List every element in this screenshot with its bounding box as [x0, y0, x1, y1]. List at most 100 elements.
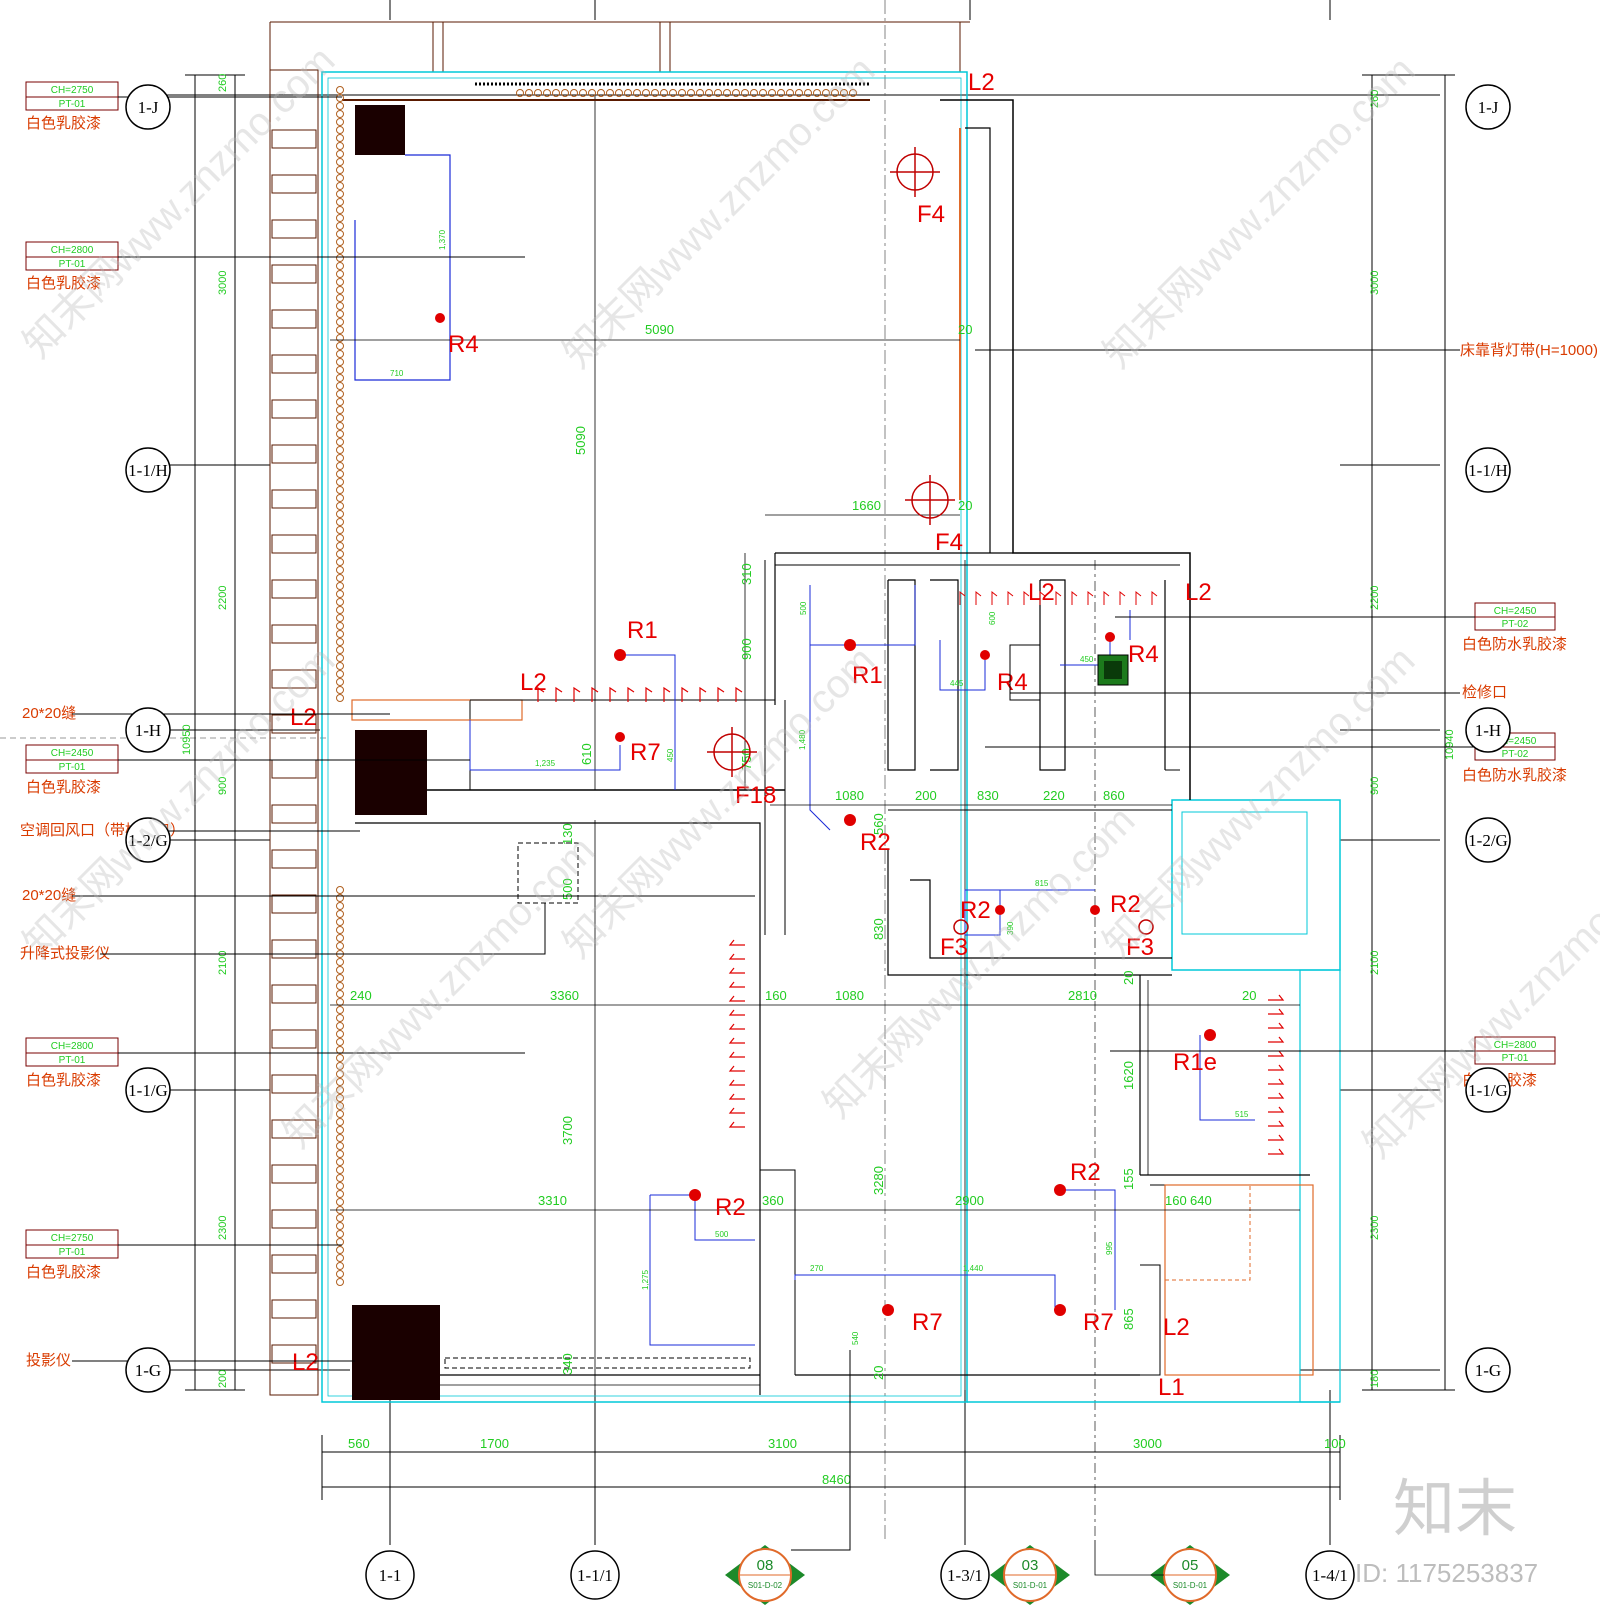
left-dim-3: 2200: [217, 586, 229, 610]
led-tick: [1268, 1050, 1285, 1057]
curtain-pleat: [777, 89, 785, 97]
curtain-pleat: [336, 990, 344, 998]
svg-text:130: 130: [560, 823, 575, 845]
curtain-pleat: [336, 566, 344, 574]
curtain-pleat: [579, 89, 587, 97]
curtain-pleat: [534, 89, 542, 97]
curtain-pleat: [336, 358, 344, 366]
svg-text:1-H: 1-H: [135, 721, 161, 740]
led-tick: [1268, 1148, 1285, 1155]
columns: [352, 105, 751, 1400]
svg-text:240: 240: [350, 988, 372, 1003]
svg-text:1080: 1080: [835, 788, 864, 803]
curtain-pleat: [336, 214, 344, 222]
curtain-pleat: [336, 942, 344, 950]
curtain-pleat: [336, 438, 344, 446]
light-strip-labels: L2 L2 L2 L2 L2 L2 L2 L1: [290, 69, 1212, 1401]
svg-text:F3: F3: [1126, 934, 1154, 961]
curtain-pleat: [336, 318, 344, 326]
led-tick: [1268, 994, 1285, 1001]
curtain-pleat: [336, 1022, 344, 1030]
led-tick: [728, 1107, 745, 1114]
curtain-pleat: [336, 1270, 344, 1278]
led-strips: [537, 590, 1285, 1155]
curtain-pleat: [336, 190, 344, 198]
note-tag-r1: CH=2450 PT-02 白色防水乳胶漆: [1115, 602, 1567, 653]
curtain-pleat: [336, 1070, 344, 1078]
right-dim-6: 2300: [1369, 1216, 1381, 1240]
svg-text:900: 900: [739, 638, 754, 660]
left-dim-1: 260: [217, 74, 229, 92]
svg-text:20*20缝: 20*20缝: [22, 705, 76, 722]
section-mark-03: 03 S01-D-01: [990, 1545, 1070, 1605]
left-dim-6: 2300: [217, 1216, 229, 1240]
curtain-pleat: [336, 430, 344, 438]
curtain-pleat: [336, 1230, 344, 1238]
led-tick: [645, 686, 653, 702]
wall-stud: [271, 489, 317, 509]
curtain-pleat: [336, 118, 344, 126]
curtain-pleat: [336, 278, 344, 286]
led-tick: [728, 1009, 745, 1016]
wall-stud: [271, 129, 317, 149]
wall-stud: [271, 1074, 317, 1094]
svg-text:PT-01: PT-01: [1502, 1053, 1529, 1064]
led-tick: [1135, 590, 1142, 605]
svg-text:1-J: 1-J: [138, 98, 159, 117]
curtain-pleat: [336, 966, 344, 974]
svg-text:1-G: 1-G: [135, 1361, 161, 1380]
curtain-pleat: [714, 89, 722, 97]
curtain-pleat: [336, 638, 344, 646]
curtain-pleat: [705, 89, 713, 97]
right-dim-7: 180: [1369, 1370, 1381, 1388]
svg-text:155: 155: [1121, 1168, 1136, 1190]
curtain-pleat: [336, 526, 344, 534]
wall-stud: [271, 579, 317, 599]
axis-bottom-2: 1-1/1: [570, 1550, 620, 1600]
curtain-pleat: [336, 246, 344, 254]
wall-stud: [271, 1209, 317, 1229]
curtain-pleat: [336, 254, 344, 262]
bottom-dim-4: 3000: [1133, 1436, 1162, 1451]
svg-text:20: 20: [958, 322, 972, 337]
curtain-pleat: [336, 182, 344, 190]
svg-text:1-H: 1-H: [1475, 721, 1501, 740]
svg-text:CH=2450: CH=2450: [1494, 736, 1537, 747]
svg-text:知末网www.znzmo.com: 知末网www.znzmo.com: [1355, 838, 1600, 1166]
curtain-pleat: [786, 89, 794, 97]
svg-text:1,480: 1,480: [798, 729, 807, 750]
svg-text:1660: 1660: [852, 498, 881, 513]
svg-text:515: 515: [1235, 1110, 1249, 1119]
svg-text:450: 450: [666, 748, 675, 762]
svg-text:升降式投影仪: 升降式投影仪: [20, 945, 110, 962]
left-wall-studs: [271, 129, 317, 1364]
curtain-pleat: [336, 86, 344, 94]
led-tick: [699, 686, 707, 702]
svg-text:PT-01: PT-01: [59, 1247, 86, 1258]
led-tick: [1039, 590, 1046, 605]
left-dim-7: 200: [217, 1370, 229, 1388]
bottom-dim-1: 560: [348, 1436, 370, 1451]
bottom-total: 8460: [822, 1472, 851, 1487]
curtain-pleat: [336, 542, 344, 550]
curtain-pleat: [336, 1054, 344, 1062]
curtain-pleat: [336, 238, 344, 246]
led-tick: [975, 590, 982, 605]
led-tick: [728, 1023, 745, 1030]
axis-left-4: 1-2/G: [125, 817, 171, 863]
wall-stud: [271, 624, 317, 644]
svg-text:知末网www.znzmo.com: 知末网www.znzmo.com: [555, 48, 883, 376]
axis-left-3: 1-H: [125, 707, 171, 753]
svg-text:1080: 1080: [835, 988, 864, 1003]
curtain-pleat: [336, 918, 344, 926]
curtain-pleat: [336, 1014, 344, 1022]
svg-text:500: 500: [560, 878, 575, 900]
svg-text:PT-01: PT-01: [59, 1055, 86, 1066]
svg-text:白色乳胶漆: 白色乳胶漆: [26, 1072, 101, 1089]
curtain-pleat: [336, 342, 344, 350]
curtain-pleat: [336, 294, 344, 302]
svg-text:PT-01: PT-01: [59, 762, 86, 773]
curtain-pleat: [336, 1086, 344, 1094]
curtain-pleat: [336, 686, 344, 694]
